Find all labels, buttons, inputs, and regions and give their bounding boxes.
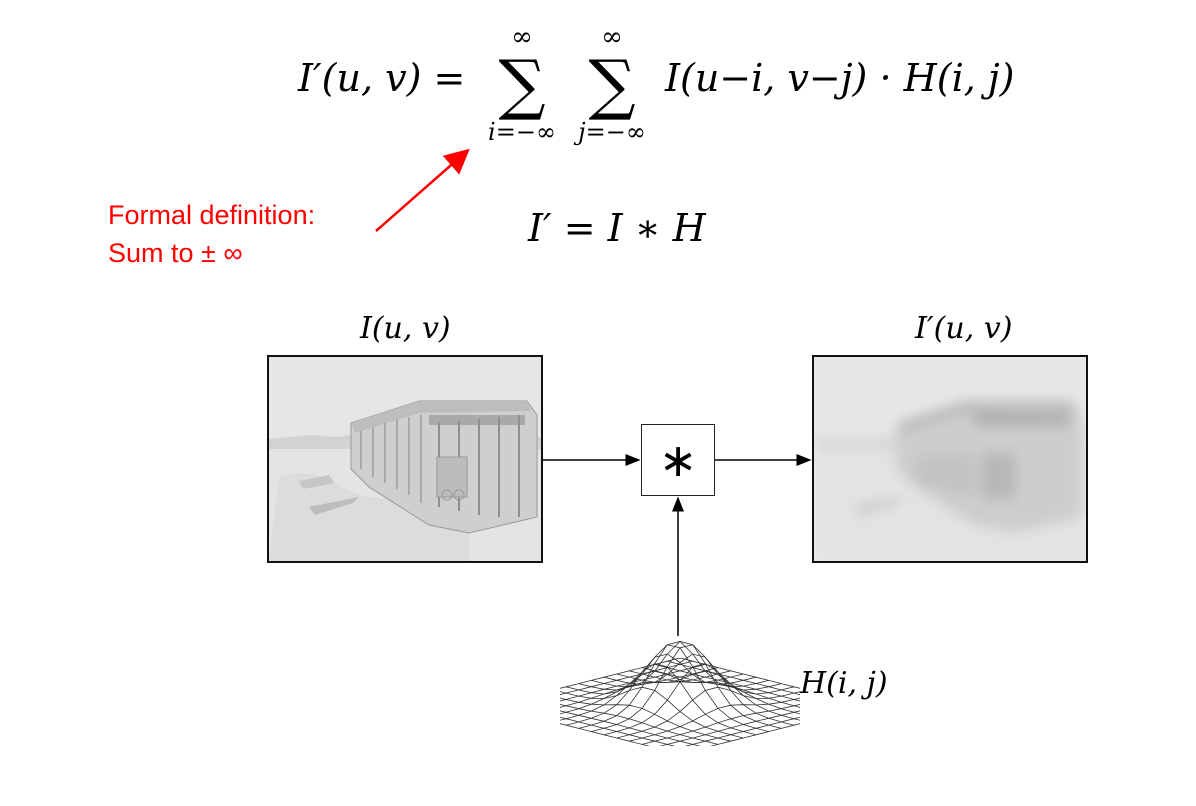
kernel-mesh-line <box>616 686 800 739</box>
kernel-mesh-line <box>560 660 693 696</box>
kernel-mesh-line <box>560 664 706 702</box>
kernel-mesh-line <box>654 664 800 702</box>
kernel-mesh-line <box>591 641 782 729</box>
kernel-mesh-line <box>560 710 701 746</box>
kernel-mesh-line <box>659 710 800 746</box>
kernel-mesh-line <box>710 723 800 746</box>
kernel-mesh-line <box>565 653 757 726</box>
gaussian-kernel-surface <box>560 641 800 746</box>
kernel-mesh-line <box>560 723 650 746</box>
sum-i: ∞ ∑ i=−∞ <box>472 22 572 146</box>
output-image-label: I′(u, v) <box>915 311 1013 346</box>
formula-term: I(u−i, v−j) · H(i, j) <box>665 56 1015 100</box>
formula-lhs: I′(u, v) = <box>298 56 466 100</box>
input-image-label: I(u, v) <box>360 311 451 346</box>
kernel-mesh-line <box>684 716 800 746</box>
kernel-mesh-line <box>560 670 744 721</box>
kernel-mesh-line <box>565 663 757 736</box>
bus-photo-sharp <box>269 357 541 561</box>
sum-j-upper: ∞ <box>601 22 623 52</box>
kernel-mesh-line <box>560 697 731 742</box>
bus-photo-blurred <box>814 357 1086 561</box>
convolution-operator: ∗ <box>641 424 715 496</box>
annotation-arrow <box>375 148 470 232</box>
kernel-mesh-line <box>616 670 800 721</box>
kernel-mesh-line <box>560 716 676 746</box>
short-formula: I′ = I ∗ H <box>528 206 706 250</box>
input-image <box>267 355 543 563</box>
kernel-mesh-line <box>560 670 731 715</box>
annotation-line-2: Sum to ± ∞ <box>108 238 243 268</box>
kernel-label: H(i, j) <box>800 666 888 701</box>
kernel-mesh-line <box>629 670 800 715</box>
kernel-mesh-line <box>578 641 769 729</box>
kernel-mesh-line <box>591 644 782 732</box>
sum-j-lower: j=−∞ <box>578 118 646 146</box>
annotation-line-1: Formal definition: <box>108 200 316 230</box>
kernel-mesh-line <box>560 703 719 745</box>
sum-j-symbol: ∑ <box>588 46 636 123</box>
kernel-mesh-line <box>603 653 795 726</box>
kernel-mesh-line <box>560 686 744 739</box>
sum-i-lower: i=−∞ <box>488 118 556 146</box>
kernel-mesh-line <box>667 660 800 696</box>
kernel-mesh-line <box>629 697 800 742</box>
sum-j: ∞ ∑ j=−∞ <box>562 22 662 146</box>
output-image <box>812 355 1088 563</box>
kernel-mesh-line <box>603 663 795 736</box>
kernel-mesh-line <box>641 703 800 745</box>
kernel-mesh-line <box>578 644 769 732</box>
sum-i-symbol: ∑ <box>498 46 546 123</box>
sum-i-upper: ∞ <box>511 22 533 52</box>
annotation: Formal definition: Sum to ± ∞ <box>108 196 315 272</box>
